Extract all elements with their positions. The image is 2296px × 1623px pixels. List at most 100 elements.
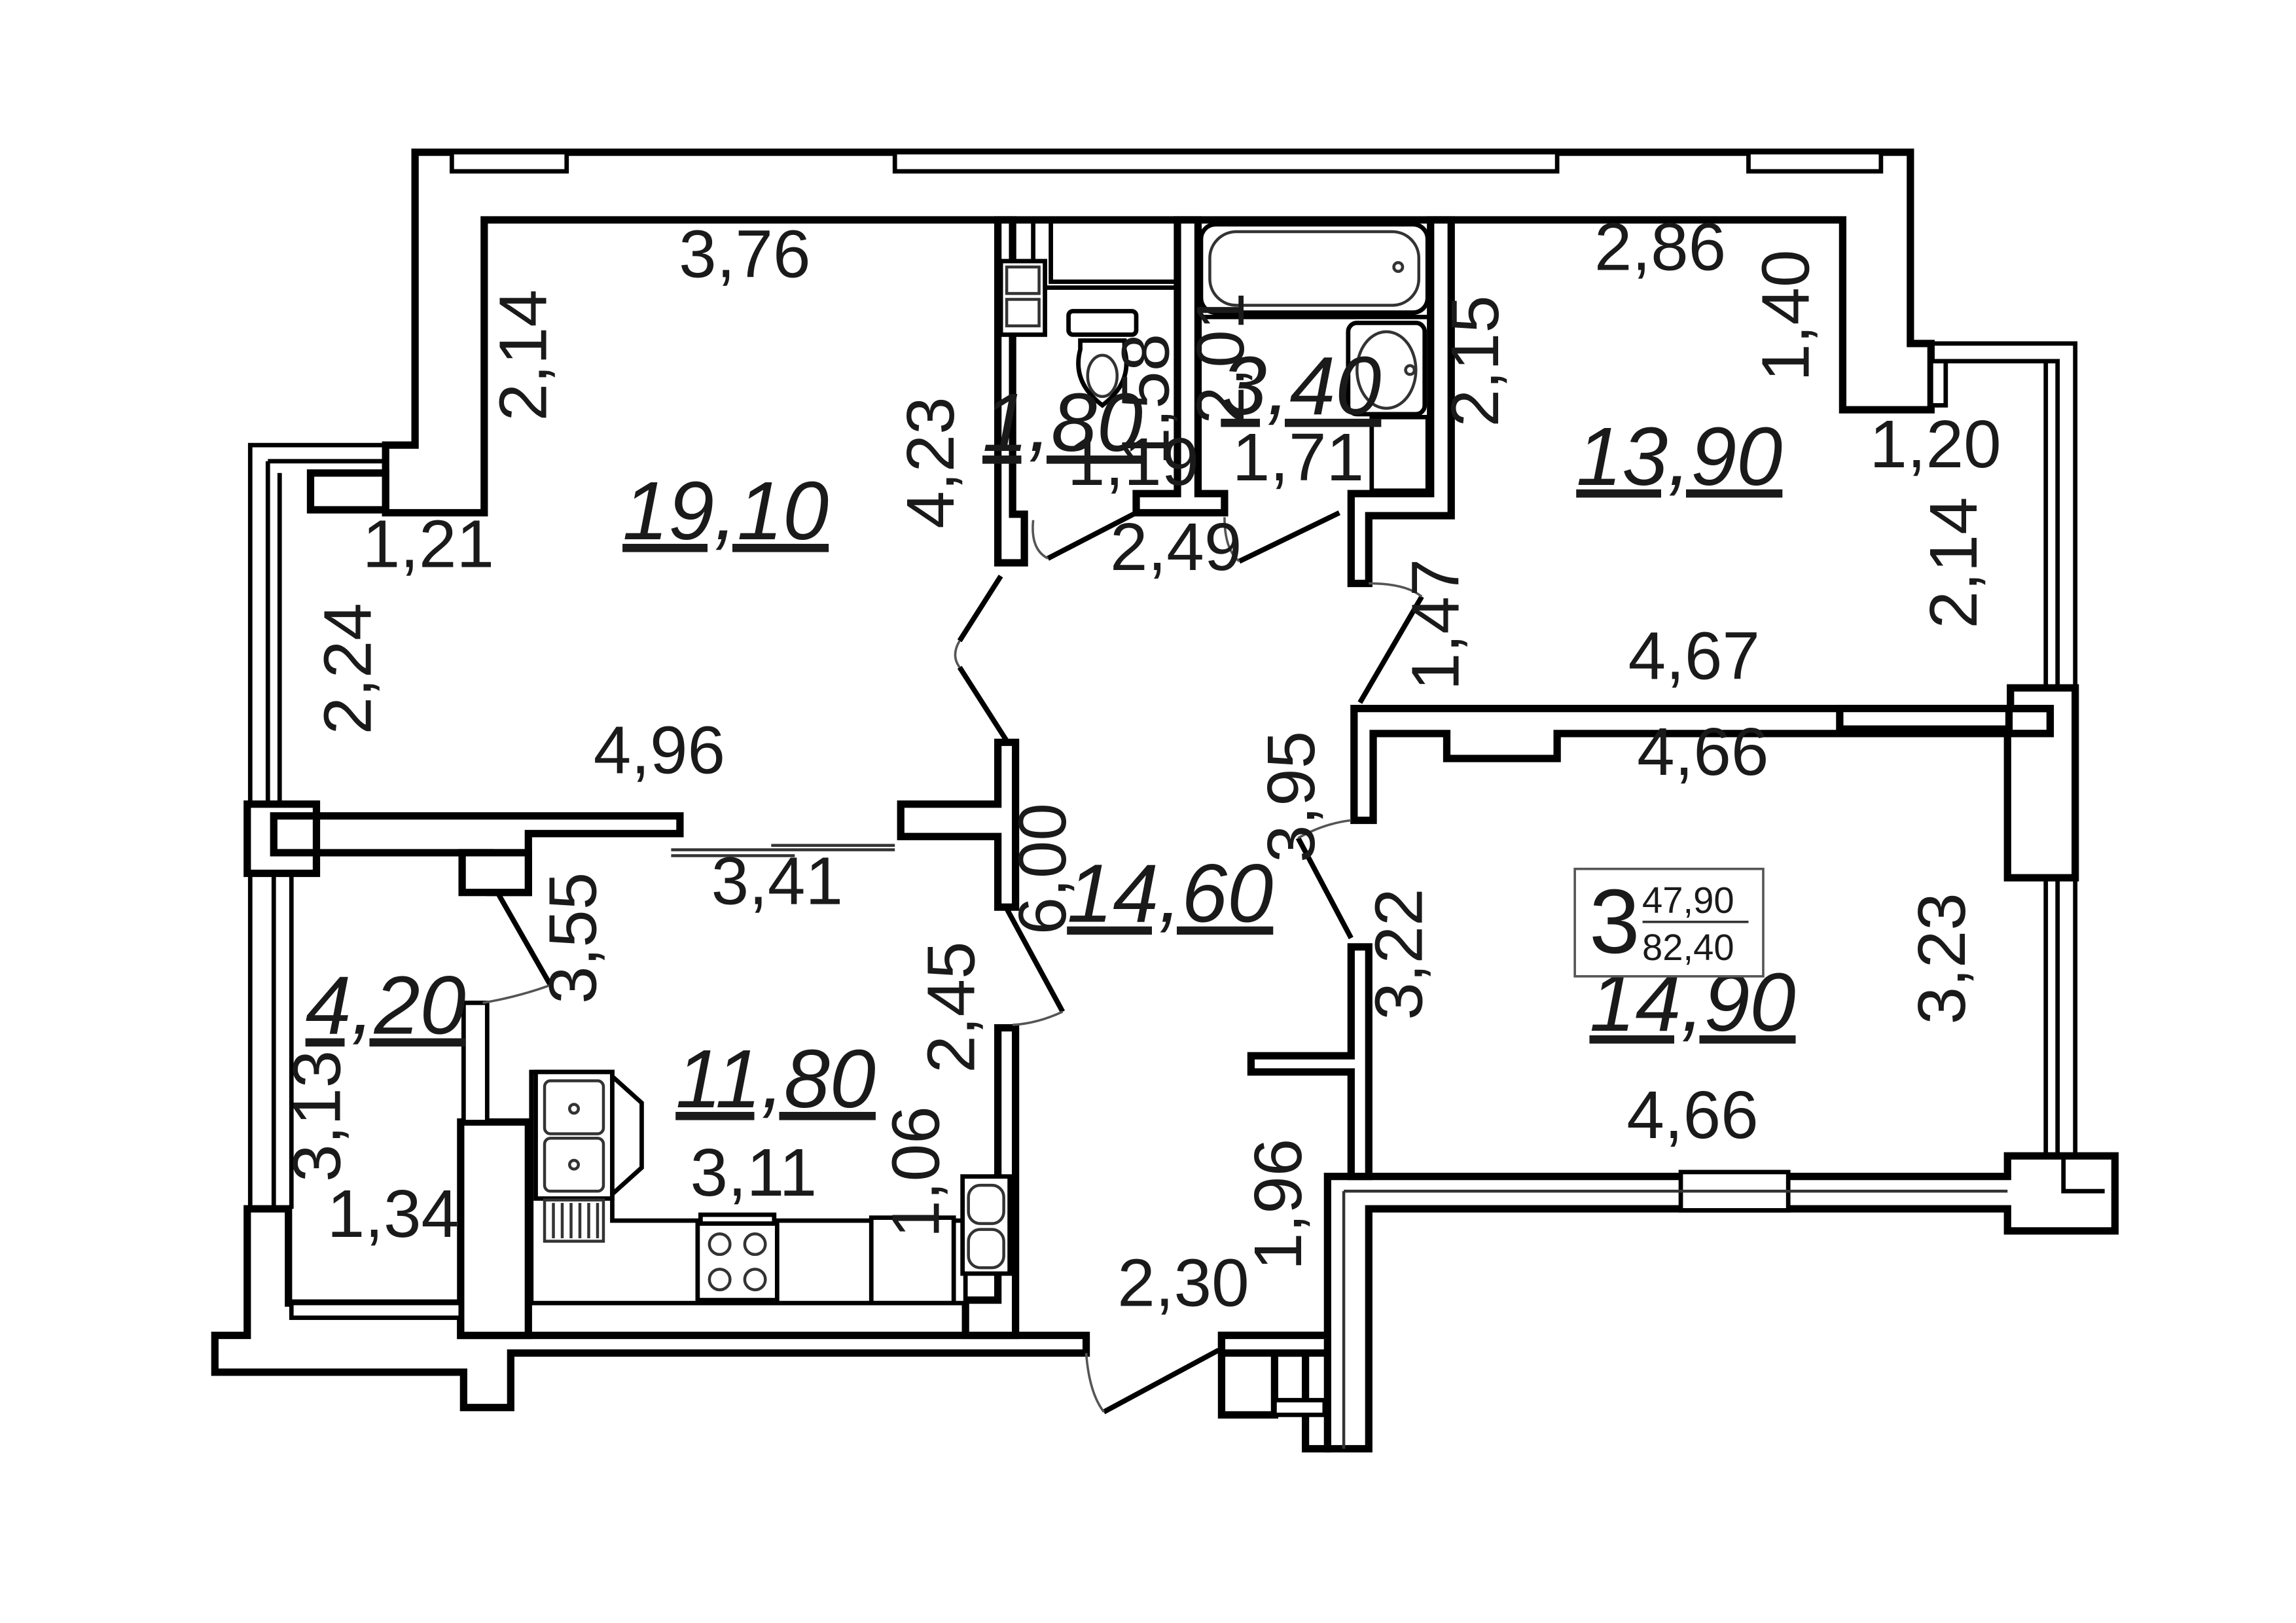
sink-cabinet bbox=[533, 1069, 615, 1201]
dim-entry-wall: 1,96 bbox=[1240, 1139, 1316, 1270]
bathtub-drain bbox=[1392, 260, 1405, 273]
bedroom1-balcony-frame bbox=[1931, 341, 2078, 688]
divider-pier bbox=[1836, 704, 2013, 733]
dim-living-wall-b: 4,23 bbox=[892, 397, 968, 528]
dim-corridor-top: 2,49 bbox=[1110, 508, 1242, 584]
balcony-door-arc bbox=[482, 984, 551, 1005]
dim-bedroom2-right: 3,23 bbox=[1903, 893, 1979, 1024]
dim-bedroom1-bay: 1,20 bbox=[1869, 406, 2001, 482]
hall-bedroom2-wall bbox=[1247, 943, 1372, 1181]
toilet-seat bbox=[1086, 353, 1119, 399]
dim-balcony-width: 1,34 bbox=[327, 1175, 459, 1251]
bottom-right-wall bbox=[1323, 1152, 2119, 1453]
dim-hall-length: 6,00 bbox=[1004, 803, 1080, 935]
doors bbox=[482, 510, 1424, 1414]
room-areas: 19,10 1,80 3,40 13,90 14,60 14,90 11,80 … bbox=[306, 340, 1796, 1125]
exterior-walls bbox=[211, 148, 2119, 1453]
dim-bedroom2-left-b: 3,22 bbox=[1360, 888, 1436, 1020]
dimensions: 3,76 2,14 4,23 1,21 2,24 4,96 1,58 1,19 … bbox=[278, 208, 2001, 1320]
dim-kitchen-top: 3,41 bbox=[711, 843, 843, 919]
dim-living-wall-a: 2,14 bbox=[484, 289, 560, 421]
entry-nib bbox=[1272, 1398, 1327, 1418]
dim-kitchen-niche: 1,06 bbox=[878, 1106, 954, 1238]
dim-bedroom2-left-a: 3,95 bbox=[1253, 731, 1329, 863]
living-balcony-frame bbox=[247, 442, 386, 804]
kitchen-window bbox=[461, 1000, 490, 1124]
kitchen-door-arc bbox=[1013, 1010, 1064, 1026]
corner-notch bbox=[2061, 1156, 2105, 1194]
living-door-arc bbox=[954, 640, 961, 668]
burner-1 bbox=[708, 1232, 732, 1257]
sink-drain-1 bbox=[568, 1103, 580, 1115]
dim-bedroom1-top: 2,86 bbox=[1594, 208, 1726, 284]
entry-door bbox=[1102, 1347, 1220, 1414]
dim-balcony-height: 3,13 bbox=[278, 1050, 354, 1182]
bath-cabinet bbox=[1369, 414, 1430, 493]
balcony-rail bbox=[289, 1300, 463, 1320]
living-door-b bbox=[957, 575, 1003, 643]
area-hall: 14,60 bbox=[1067, 847, 1273, 940]
washbasin-tap bbox=[1404, 364, 1416, 376]
dim-bedroom2-top: 4,66 bbox=[1637, 713, 1768, 789]
dim-kitchen-right: 2,45 bbox=[913, 941, 989, 1073]
kitchen-door bbox=[1004, 907, 1066, 1013]
sink-bowl-2 bbox=[543, 1136, 605, 1193]
cooktop-panel bbox=[698, 1212, 777, 1226]
living-hall-wall bbox=[897, 738, 1020, 911]
partition-nib bbox=[270, 812, 321, 857]
bathtub-inner bbox=[1208, 230, 1421, 307]
dim-kitchen-side: 3,55 bbox=[535, 872, 611, 1004]
burner-4 bbox=[743, 1268, 767, 1292]
sliding-partition bbox=[671, 844, 895, 857]
dim-bedroom1-wall: 1,40 bbox=[1748, 250, 1823, 382]
right-pier bbox=[2003, 684, 2079, 882]
dim-wc-height: 1,58 bbox=[1107, 334, 1183, 465]
area-bathroom: 3,40 bbox=[1221, 340, 1381, 432]
dim-bath-height-left: 2,01 bbox=[1182, 293, 1258, 424]
wc-cabinet-shelf-2 bbox=[1005, 298, 1041, 328]
wc-cabinet-shelf bbox=[1005, 265, 1041, 295]
sink-drain-2 bbox=[568, 1158, 580, 1171]
dim-living-side: 2,24 bbox=[310, 603, 386, 734]
toilet-tank bbox=[1066, 309, 1139, 337]
window-top-left bbox=[449, 150, 569, 174]
apartment-badge: 3 47,90 82,40 bbox=[1573, 867, 1765, 978]
window-top-center bbox=[892, 150, 1560, 174]
area-wc: 1,80 bbox=[982, 376, 1143, 469]
dim-living-bay: 1,21 bbox=[363, 506, 494, 582]
wc-door bbox=[1047, 510, 1138, 561]
bath-right-wall bbox=[1347, 216, 1455, 588]
dim-bath-width: 1,71 bbox=[1232, 419, 1364, 495]
kitchen-door-jamb bbox=[458, 849, 532, 897]
entry-wall-top bbox=[1217, 1331, 1331, 1357]
washer-drum-1 bbox=[967, 1183, 1005, 1225]
burner-3 bbox=[708, 1268, 732, 1292]
drainboard bbox=[543, 1198, 605, 1243]
bath-door bbox=[1238, 510, 1341, 564]
bath-door-arc bbox=[1223, 517, 1240, 563]
area-bedroom-1: 13,90 bbox=[1576, 410, 1782, 503]
bedroom1-window bbox=[1928, 359, 1948, 408]
washer-drum-2 bbox=[967, 1228, 1005, 1270]
dim-bedroom1-door: 1,47 bbox=[1397, 559, 1473, 690]
dim-bath-height-right: 2,15 bbox=[1437, 295, 1513, 427]
wc-door-arc bbox=[1031, 520, 1049, 560]
kitchen-outer-pier bbox=[457, 1118, 532, 1340]
dim-kitchen-bottom: 3,11 bbox=[691, 1134, 817, 1210]
corner-sink bbox=[610, 1071, 644, 1200]
wc-upper-wall bbox=[1031, 220, 1177, 290]
balcony-door bbox=[495, 891, 553, 987]
wc-bath-wall bbox=[1132, 216, 1229, 517]
living-door-a bbox=[957, 666, 1009, 743]
window-top-right bbox=[1746, 150, 1884, 174]
fixtures bbox=[529, 222, 1430, 1306]
total-area: 82,40 bbox=[1642, 927, 1734, 968]
fridge bbox=[869, 1215, 956, 1306]
balcony-frame bbox=[247, 873, 294, 1209]
dim-bedroom2-bottom: 4,66 bbox=[1626, 1077, 1758, 1152]
dim-entry-width: 2,30 bbox=[1117, 1245, 1249, 1321]
cooktop bbox=[695, 1221, 780, 1302]
bedroom2-window-frame bbox=[2043, 878, 2078, 1158]
rooms-count: 3 bbox=[1589, 870, 1640, 972]
